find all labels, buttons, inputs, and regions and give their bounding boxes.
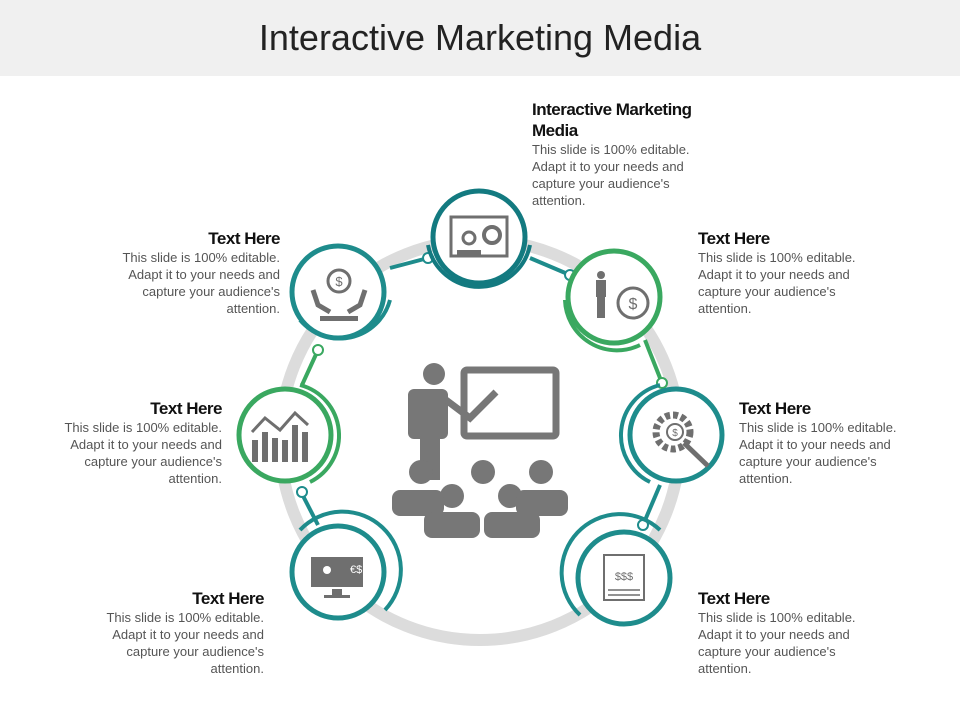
hands-dollar-icon: $ [310, 268, 368, 321]
node-bar-chart [236, 383, 342, 484]
text-block-bottom-right: Text Here This slide is 100% editable. A… [698, 588, 858, 677]
businessman-dollar-icon: $ [596, 271, 650, 320]
text-block-middle-right: Text Here This slide is 100% editable. A… [739, 398, 899, 487]
svg-text:$: $ [335, 274, 343, 289]
node-web-page [559, 512, 673, 627]
presenter-audience-icon [392, 363, 568, 538]
connector-dots [296, 252, 668, 531]
page-title: Interactive Marketing Media [258, 17, 702, 58]
text-block-top-right: Text Here This slide is 100% editable. A… [698, 228, 858, 317]
body: This slide is 100% editable. Adapt it to… [698, 250, 856, 316]
text-block-bottom-left: Text Here This slide is 100% editable. A… [104, 588, 264, 677]
presentation-chart-icon [449, 215, 509, 258]
svg-text:$: $ [629, 296, 638, 313]
heading: Text Here [698, 229, 770, 248]
body: This slide is 100% editable. Adapt it to… [698, 610, 856, 676]
node-presentation [426, 188, 532, 289]
svg-text:€$: €$ [350, 564, 362, 576]
node-businessman-dollar [563, 248, 663, 353]
bar-chart-trend-icon [250, 410, 310, 462]
body: This slide is 100% editable. Adapt it to… [106, 610, 264, 676]
heading: Text Here [739, 399, 811, 418]
svg-text:$: $ [672, 428, 678, 439]
heading: Interactive Marketing Media [532, 100, 692, 140]
text-block-top-left: Text Here This slide is 100% editable. A… [120, 228, 280, 317]
gear-search-dollar-icon: $ [652, 411, 710, 468]
svg-text:$$$: $$$ [615, 571, 633, 583]
body: This slide is 100% editable. Adapt it to… [122, 250, 280, 316]
monitor-currency-icon: €$ [311, 557, 363, 598]
body: This slide is 100% editable. Adapt it to… [64, 420, 222, 486]
title-bar: Interactive Marketing Media [0, 0, 960, 76]
heading: Text Here [150, 399, 222, 418]
text-block-main: Interactive Marketing Media This slide i… [532, 99, 702, 209]
heading: Text Here [192, 589, 264, 608]
body: This slide is 100% editable. Adapt it to… [532, 142, 690, 208]
body: This slide is 100% editable. Adapt it to… [739, 420, 897, 486]
web-page-dollar-icon: $$$ [603, 554, 645, 601]
heading: Text Here [208, 229, 280, 248]
text-block-middle-left: Text Here This slide is 100% editable. A… [62, 398, 222, 487]
heading: Text Here [698, 589, 770, 608]
